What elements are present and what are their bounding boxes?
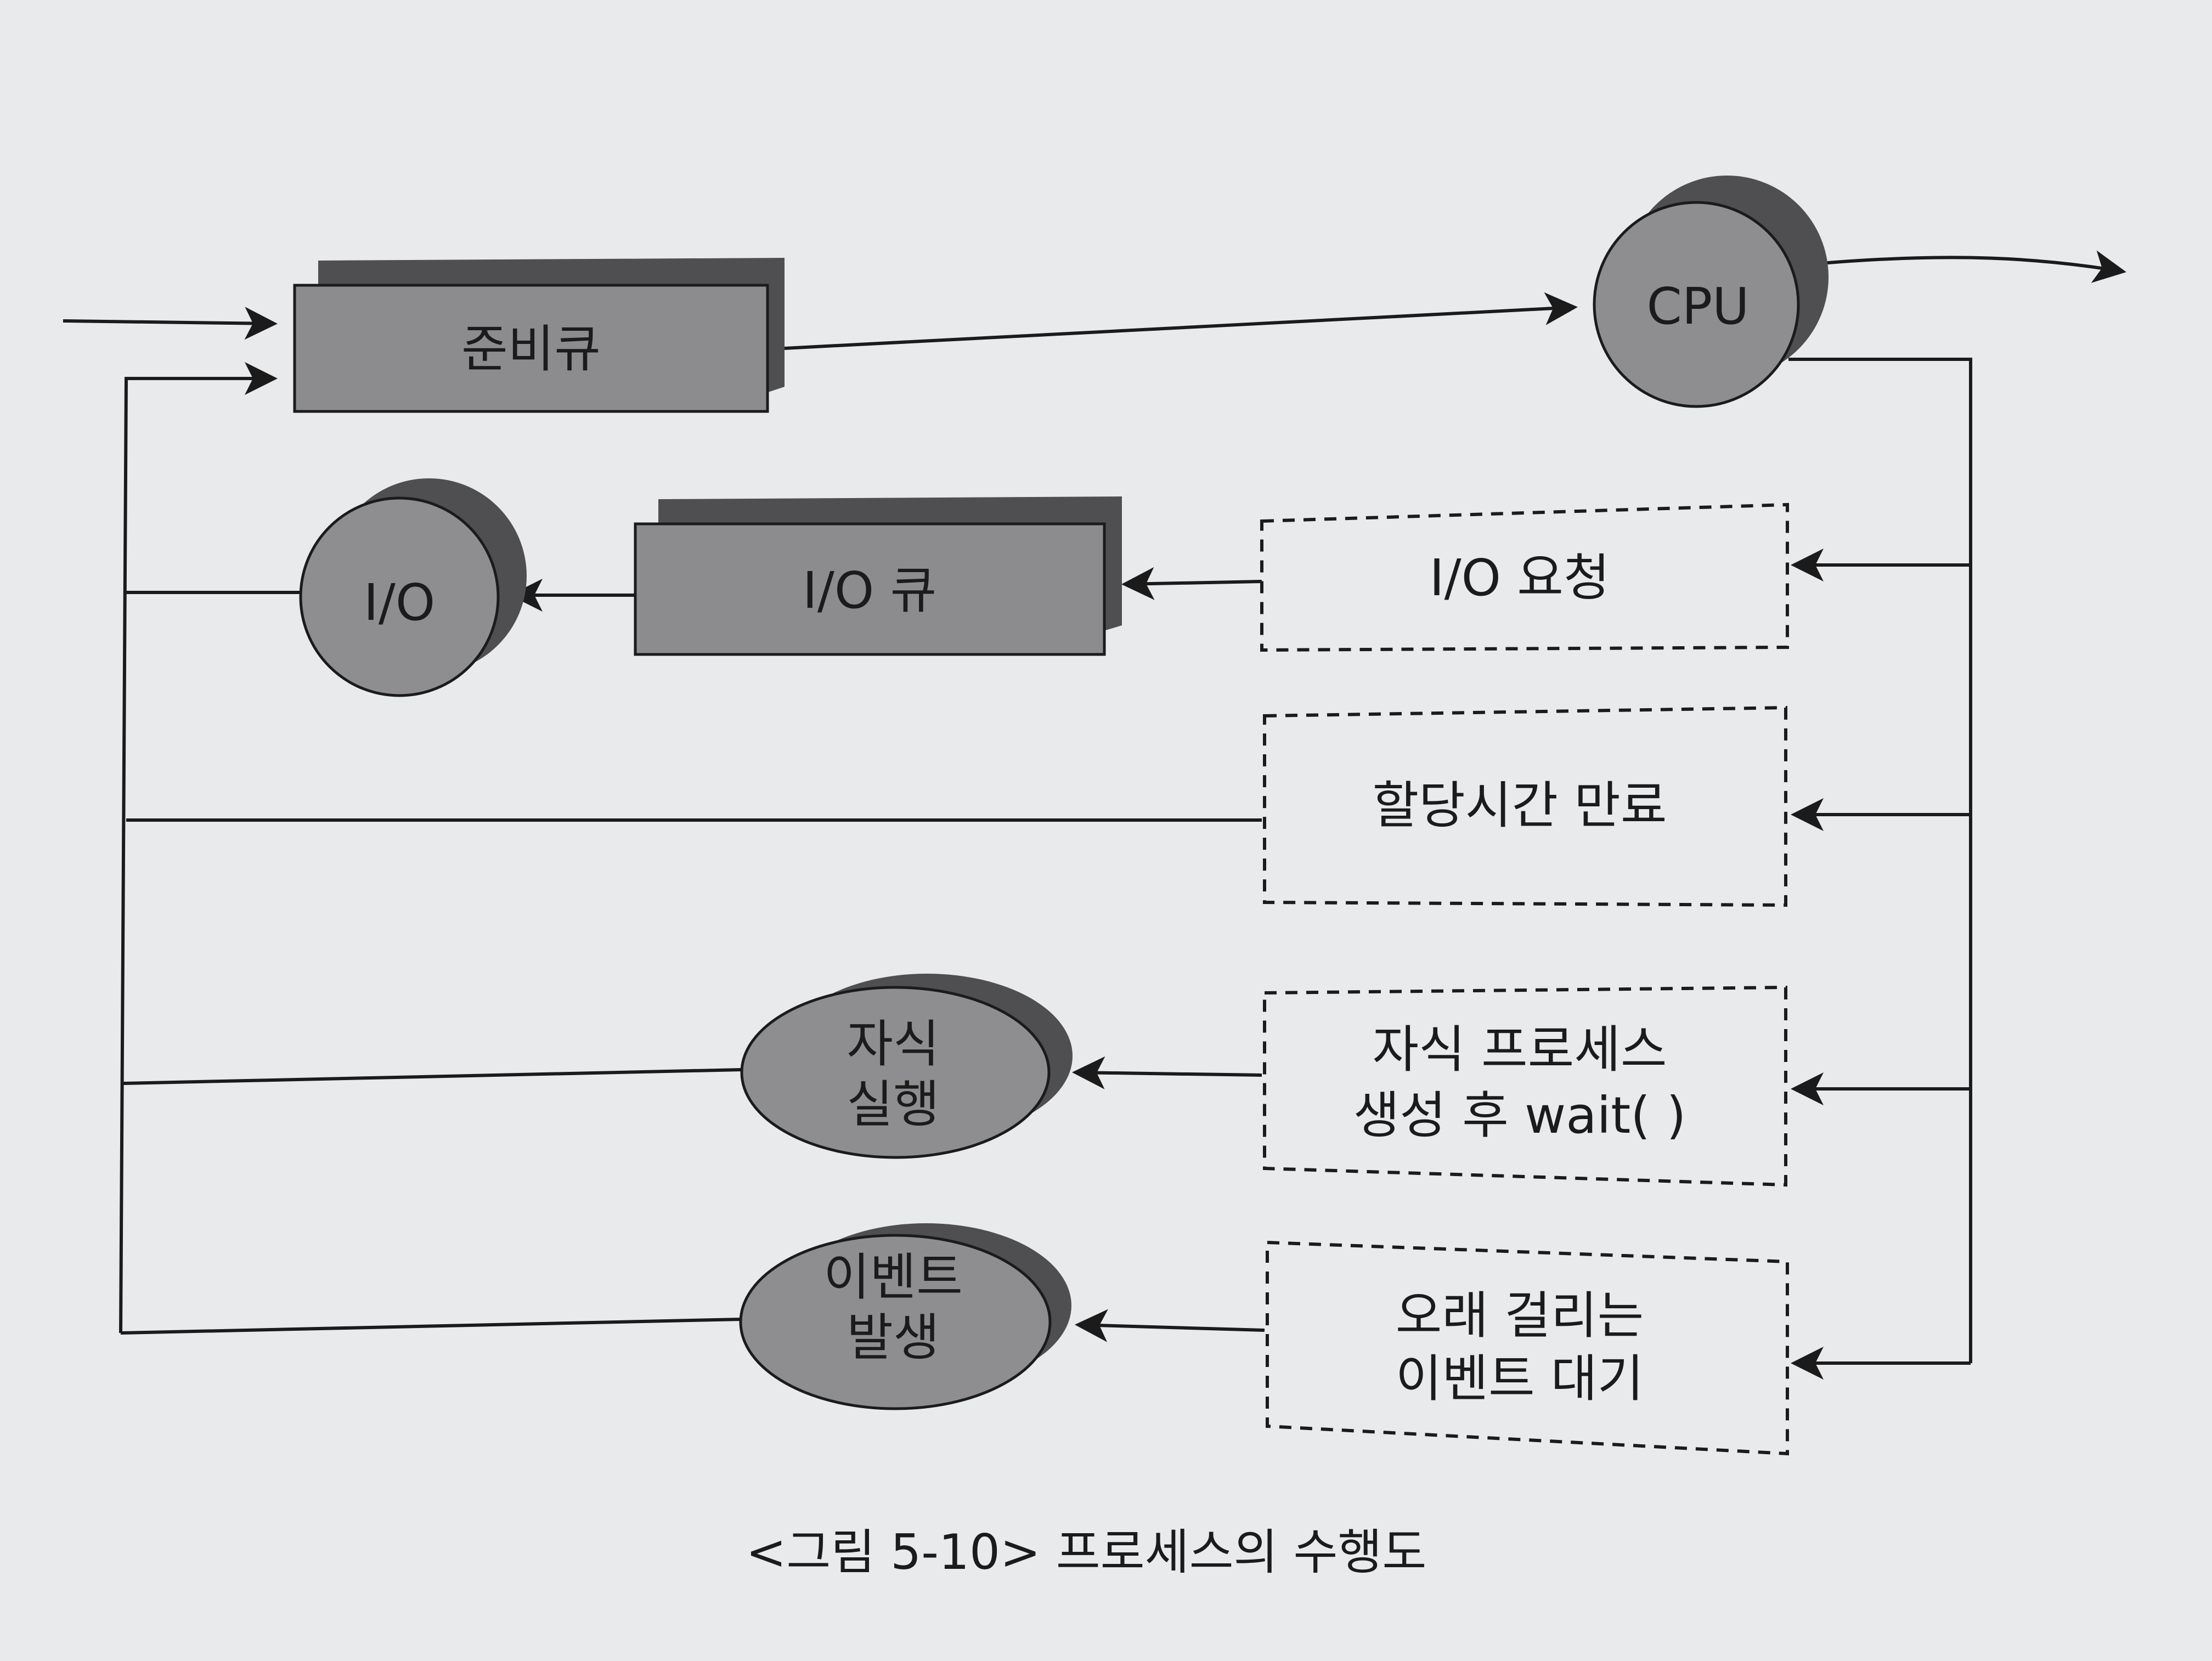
event-occur-ellipse — [739, 1234, 1052, 1410]
child-exec-label-line2: 실행 — [847, 1075, 939, 1134]
cpu-exit-arrow — [1821, 250, 2126, 283]
io-device-label: I/O — [364, 573, 436, 632]
io-request-label: I/O 요청 — [1429, 549, 1610, 607]
event-occur-node: 이벤트 발생 — [739, 1223, 1071, 1410]
condition-boxes — [1260, 502, 1789, 1456]
child-wait-label-line1: 자식 프로세스 — [1372, 1020, 1667, 1079]
io-request-to-io-queue — [1121, 567, 1262, 600]
event-occur-label-line1: 이벤트 — [823, 1248, 963, 1307]
time-expired-label: 할당시간 만료 — [1372, 776, 1667, 835]
long-event-label-line1: 오래 걸리는 — [1396, 1286, 1644, 1345]
io-queue-label: I/O 큐 — [803, 561, 936, 620]
child-wait-label-line2: 생성 후 wait( ) — [1353, 1086, 1686, 1145]
io-device-circle — [299, 496, 500, 697]
time-expired-box — [1263, 705, 1787, 907]
long-event-to-event-occur — [1075, 1309, 1265, 1342]
cpu-circle — [1593, 201, 1800, 408]
condition-labels: I/O 요청 할당시간 만료 자식 프로세스 생성 후 wait( ) 오래 걸… — [1353, 549, 1686, 1408]
child-wait-to-child-exec — [1072, 1056, 1262, 1089]
entry-arrow — [63, 307, 278, 340]
cpu-label: CPU — [1646, 277, 1749, 336]
event-occur-label-line2: 발생 — [847, 1308, 939, 1367]
return-trunk — [119, 362, 278, 1334]
ready-queue-box — [293, 284, 769, 413]
cpu-node: CPU — [1593, 176, 1829, 408]
long-event-box — [1266, 1240, 1789, 1456]
event-occur-return — [120, 1318, 742, 1335]
io-device-node: I/O — [299, 478, 527, 697]
connectors — [63, 250, 2126, 1380]
ready-queue-label: 준비큐 — [461, 320, 601, 378]
io-queue-box — [634, 522, 1106, 656]
child-exec-label-line1: 자식 — [847, 1015, 939, 1074]
figure-caption: <그림 5-10> 프로세스의 수행도 — [746, 1524, 1427, 1580]
child-exec-return — [123, 1068, 742, 1085]
ready-to-cpu-arrow — [784, 292, 1578, 350]
io-queue-node: I/O 큐 — [634, 496, 1122, 656]
child-exec-ellipse — [740, 986, 1051, 1159]
ready-queue-node: 준비큐 — [293, 258, 785, 413]
io-request-box — [1260, 502, 1789, 652]
long-event-label-line2: 이벤트 대기 — [1396, 1349, 1644, 1408]
child-wait-box — [1263, 985, 1787, 1187]
child-exec-node: 자식 실행 — [740, 974, 1073, 1159]
cpu-feedback-bus — [1788, 358, 1972, 1363]
